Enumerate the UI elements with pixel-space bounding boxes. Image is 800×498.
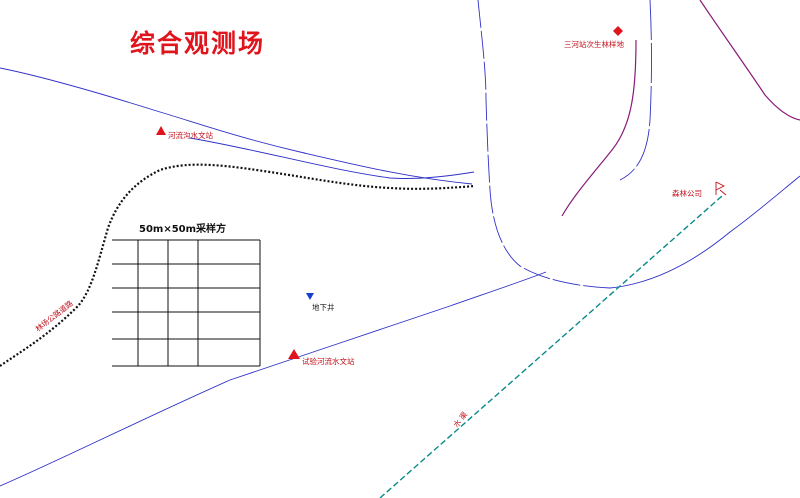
red-triangle-icon[interactable] — [156, 126, 166, 135]
flag-icon[interactable] — [715, 181, 727, 196]
red-triangle-icon[interactable] — [288, 349, 300, 359]
red-diamond-icon[interactable] — [613, 26, 623, 36]
river-lower — [0, 271, 547, 487]
river-upper — [0, 67, 473, 185]
canal-label: 水 渠 — [451, 409, 470, 429]
hydro-left-label: 河流沟水文站 — [168, 130, 213, 140]
grid-title: 50m×50m采样方 — [139, 222, 226, 235]
canal — [379, 195, 723, 498]
forest-site-label: 三河站次生林样地 — [564, 39, 624, 49]
river-upper-branch — [189, 137, 475, 179]
well-label: 地下井 — [312, 302, 335, 312]
tower-label: 森林公司 — [672, 188, 702, 198]
river-right-upper — [619, 0, 652, 181]
blue-inverted-triangle-icon[interactable] — [306, 293, 314, 300]
boundary-outer — [699, 0, 800, 121]
hydro-bottom-label: 试验河流水文站 — [302, 356, 355, 366]
map-title: 综合观测场 — [130, 29, 265, 58]
forest-road — [0, 163, 476, 367]
river-right-connector — [609, 175, 800, 289]
boundary-inner — [561, 39, 637, 217]
sampling-grid — [112, 239, 261, 367]
river-vertical — [477, 0, 611, 289]
